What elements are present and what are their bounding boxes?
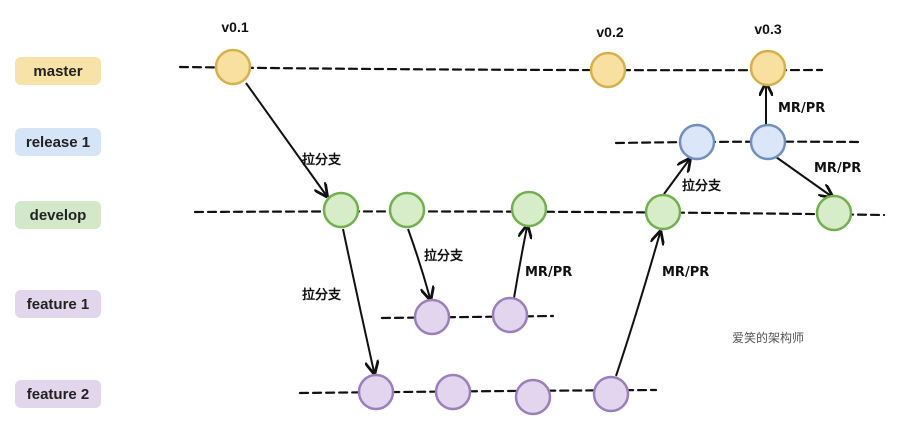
commit-node-master-v0-2 [589,51,627,89]
release-nodes [678,123,787,161]
commit-node-master-v0-1 [214,48,252,86]
version-tag-v0-3: v0.3 [754,21,781,37]
branch-label-develop: develop [15,201,101,229]
commit-node-feature-2 [592,375,630,413]
commit-node-master-v0-3 [749,49,787,87]
branch-label-feature-1: feature 1 [15,290,101,318]
version-tag-v0-2: v0.2 [596,24,623,40]
commit-node-feature-1 [491,296,529,334]
branch-label-bg [15,57,101,85]
branch-label-feature-2: feature 2 [15,380,101,408]
arrow-feature-2-to-develop [615,233,660,377]
annotation-merge: MR/PR [778,101,825,116]
branch-label-bg [15,290,101,318]
commit-node-develop [388,191,426,229]
feature-2-nodes [357,373,630,416]
arrow-develop-to-feature-1 [407,228,430,298]
commit-node-feature-2 [514,378,552,416]
commit-node-release [749,123,787,161]
branch-label-bg [15,201,101,229]
develop-nodes [322,190,853,232]
commit-node-develop [815,194,853,232]
commit-node-feature-1 [413,298,451,336]
feature-1-nodes [413,296,529,336]
annotation-merge: MR/PR [525,265,572,280]
commit-node-develop [322,191,360,229]
version-tag-v0-1: v0.1 [221,19,248,35]
commit-node-feature-2 [434,373,472,411]
branch-line-feature-2 [298,388,658,395]
branch-line-master [178,65,824,72]
arrow-release-to-develop [775,156,831,196]
arrow-feature-1-to-develop [513,227,527,299]
svg-text:feature 1: feature 1 [27,296,90,313]
watermark-text: 爱笑的架构师 [732,330,804,345]
branch-label-bg [15,380,101,408]
svg-text:release 1: release 1 [26,134,90,151]
annotation-branch: 拉分支 [682,178,722,194]
commit-node-feature-2 [357,373,395,411]
annotation-branch: 拉分支 [302,152,342,168]
branch-label-master: master [15,57,101,85]
arrow-develop-to-feature-2 [342,228,374,372]
arrow-develop-to-release [663,160,689,195]
annotation-branch: 拉分支 [302,287,342,303]
master-nodes [214,48,787,89]
svg-text:master: master [33,63,82,80]
branch-label-release-1: release 1 [15,128,101,156]
svg-text:develop: develop [30,207,87,224]
branch-line-release-1 [614,140,864,145]
annotation-branch: 拉分支 [424,248,464,264]
annotation-merge: MR/PR [814,161,861,176]
commit-node-develop [644,193,682,231]
branch-label-bg [15,128,101,156]
commit-node-develop [510,190,548,228]
arrow-master-to-develop [245,82,326,195]
annotation-merge: MR/PR [662,265,709,280]
commit-node-release [678,123,716,161]
branch-line-feature-1 [380,314,555,320]
svg-text:feature 2: feature 2 [27,386,90,403]
